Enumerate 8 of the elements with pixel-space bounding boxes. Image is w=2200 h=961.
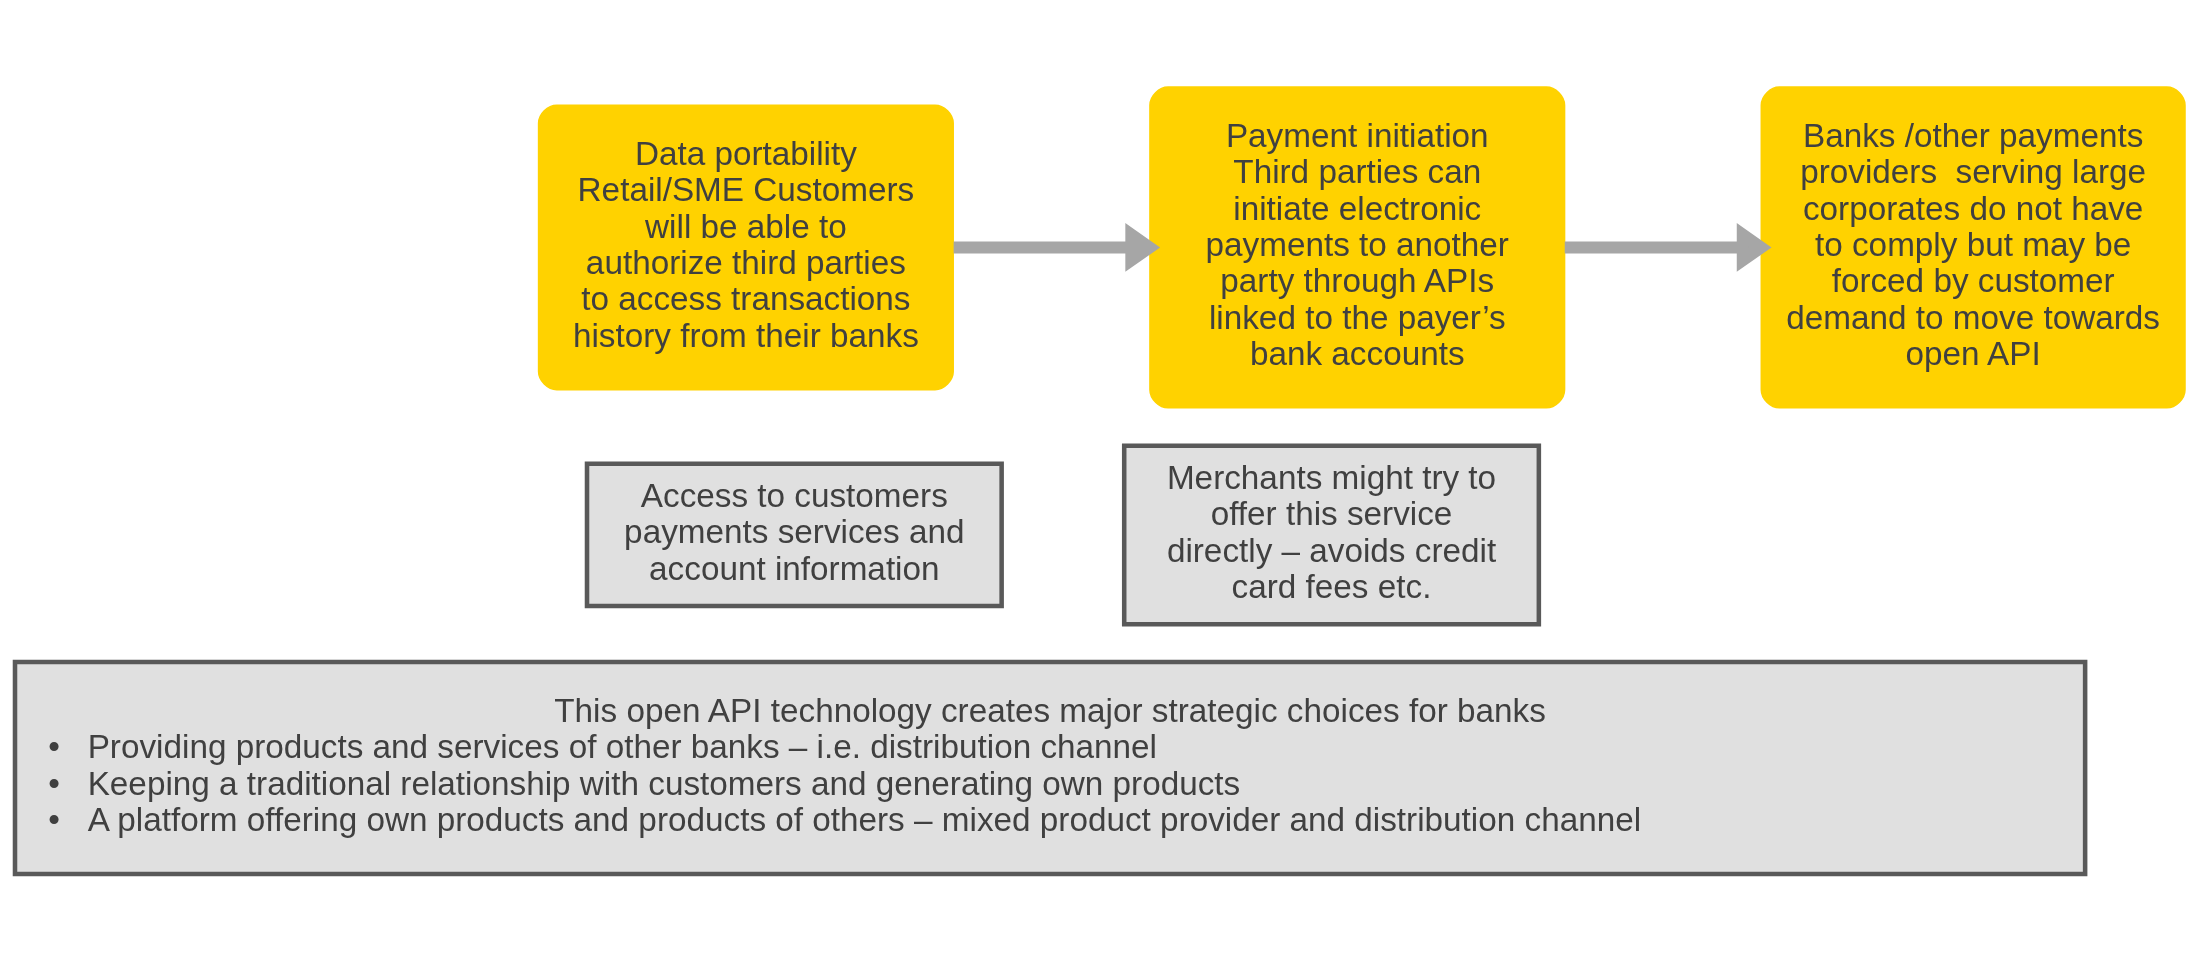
arrow: [953, 223, 1161, 272]
node-box: Access to customers payments services and account information: [584, 461, 1004, 609]
node-box: Banks /other payments providers serving large corporates do not have to comply but may be forced by customer demand to move towards open API: [1760, 86, 2186, 409]
node-box: Payment initiation Third parties can initiate electronic payments to another party through APIs linked to the payer’s bank accounts: [1149, 86, 1566, 409]
node-box: Data portability Retail/SME Customers will be able to authorize third parties to access transactions history from their banks: [537, 104, 954, 391]
node-box: Merchants might try to offer this service directly – avoids credit card fees etc.: [1121, 443, 1542, 627]
arrow: [1564, 223, 1772, 272]
node-box: This open API technology creates major strategic choices for banks • Providing products and services of other banks – i.e. distribution channel • Keeping a traditional relationship with customers and generating own products • A platform offering own products and products of others – mixed product provider and distribution channel: [12, 659, 2088, 877]
